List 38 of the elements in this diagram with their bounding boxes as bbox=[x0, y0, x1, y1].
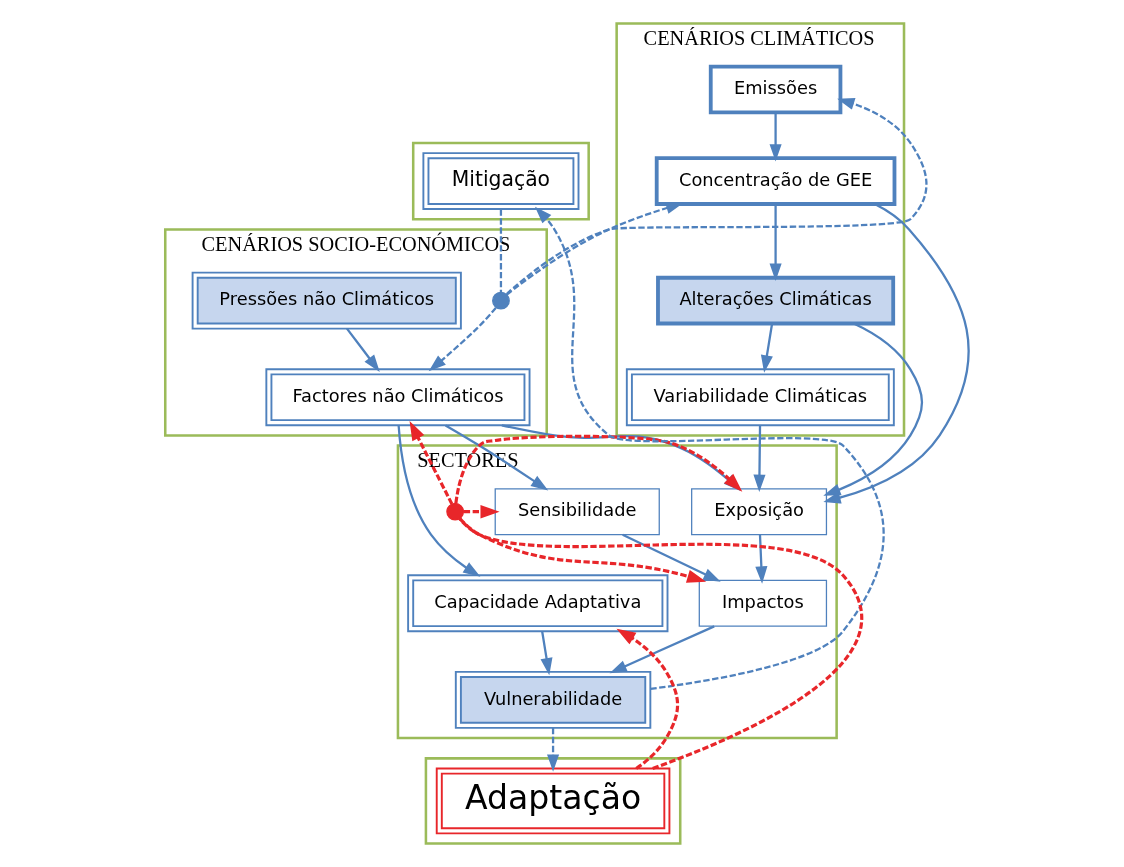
arrow bbox=[616, 628, 680, 770]
node-box: Capacidade Adaptativa bbox=[407, 574, 669, 633]
arrow bbox=[622, 533, 721, 582]
arrow bbox=[505, 98, 928, 295]
node-box: Emissões bbox=[708, 64, 843, 115]
arrow bbox=[609, 625, 715, 674]
arrow bbox=[760, 323, 774, 373]
node-box: Concentração de GEE bbox=[654, 156, 897, 206]
arrow bbox=[769, 204, 782, 281]
arrow bbox=[409, 421, 454, 505]
arrow bbox=[755, 534, 768, 584]
node-box: Adaptação bbox=[435, 767, 671, 835]
connector bbox=[499, 209, 503, 293]
cluster bbox=[411, 141, 590, 221]
arrow bbox=[346, 327, 380, 372]
arrow bbox=[823, 203, 970, 504]
node-circle bbox=[492, 291, 510, 310]
arrow bbox=[547, 728, 560, 772]
cluster bbox=[424, 757, 682, 845]
node-box: Alterações Climáticas bbox=[656, 275, 896, 326]
connector bbox=[458, 517, 864, 770]
node-box: Factores não Climáticos bbox=[265, 368, 531, 427]
arrow bbox=[463, 505, 500, 519]
arrow bbox=[534, 206, 885, 691]
arrow bbox=[458, 517, 707, 583]
arrow bbox=[428, 307, 497, 372]
node-box: Pressões não Climáticos bbox=[191, 271, 462, 330]
node-circle bbox=[446, 502, 465, 521]
node-box: Vulnerabilidade bbox=[454, 670, 652, 729]
node-box: Variabilidade Climáticas bbox=[625, 368, 895, 427]
arrow bbox=[823, 322, 924, 496]
node-box: Sensibilidade bbox=[494, 488, 660, 536]
node-box: Impactos bbox=[698, 579, 828, 627]
node-box: Exposição bbox=[691, 488, 828, 536]
arrow bbox=[753, 425, 766, 492]
node-box: Mitigação bbox=[422, 152, 580, 211]
arrow bbox=[540, 631, 553, 676]
arrow bbox=[769, 112, 782, 162]
